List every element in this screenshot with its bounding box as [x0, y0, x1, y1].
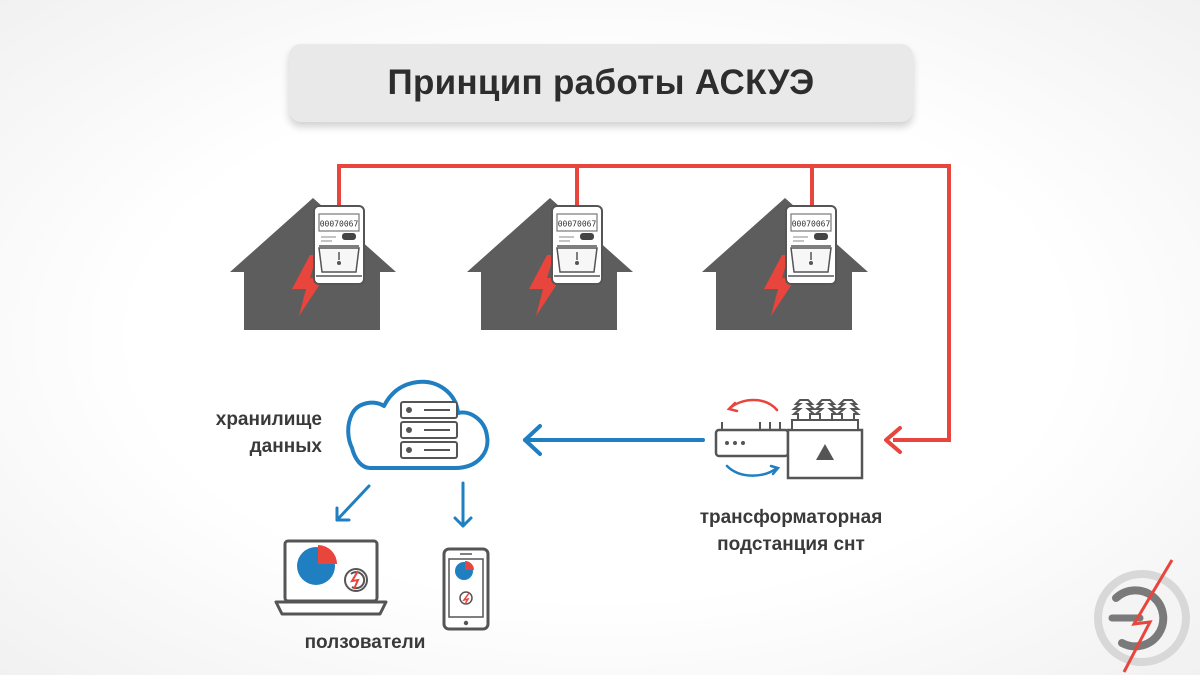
storage-label-line-1: хранилище	[215, 409, 322, 430]
data-flow-arrow	[523, 424, 705, 456]
arrow-to-phone	[453, 481, 473, 528]
storage-label-line-2: данных	[249, 436, 322, 457]
house-1	[230, 198, 396, 330]
storage-label: хранилище данных	[196, 406, 322, 460]
smartphone-icon	[442, 547, 490, 631]
substation-label-line-1: трансформаторная	[699, 507, 883, 528]
laptop-icon	[274, 539, 388, 616]
electric-meter-icon	[785, 205, 837, 285]
brand-logo-icon	[1094, 559, 1190, 673]
title-banner: Принцип работы АСКУЭ	[289, 44, 913, 122]
sync-arrow-top	[726, 398, 779, 413]
pie-chart-icon	[455, 561, 474, 580]
brand-logo-icon	[459, 591, 473, 605]
house-icon	[467, 198, 633, 330]
users-label-text: ползователи	[304, 632, 426, 653]
power-bus	[337, 164, 951, 442]
pie-chart-icon	[297, 545, 337, 585]
router-icon	[714, 422, 790, 458]
power-arrowhead	[884, 426, 902, 454]
electric-meter-icon	[551, 205, 603, 285]
house-2	[467, 198, 633, 330]
brand-logo-icon	[344, 568, 368, 592]
server-icon	[400, 401, 458, 459]
house-3	[702, 198, 868, 330]
substation-label: трансформаторная подстанция снт	[660, 504, 922, 558]
users-label: ползователи	[270, 629, 460, 656]
sync-arrow-bottom	[725, 464, 781, 477]
arrow-to-laptop	[335, 484, 371, 522]
substation-label-line-2: подстанция снт	[717, 534, 865, 555]
transformer-icon	[786, 399, 864, 480]
page-title: Принцип работы АСКУЭ	[387, 63, 815, 102]
electric-meter-icon	[313, 205, 365, 285]
